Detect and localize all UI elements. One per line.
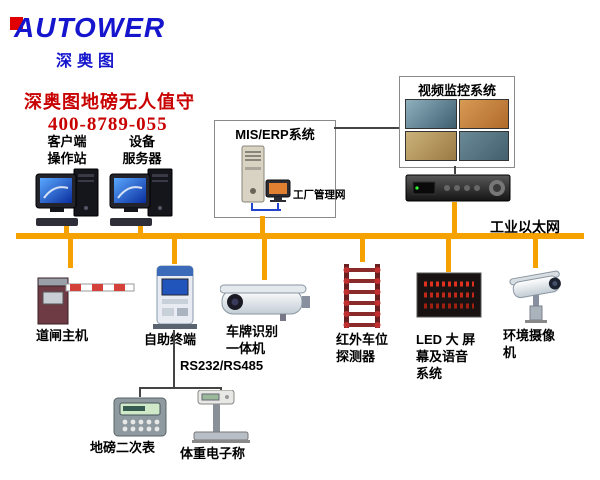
indicator-label: 地磅二次表 xyxy=(90,440,156,455)
barrier-gate-icon xyxy=(36,268,136,331)
logo-brand-text: AUTOWER xyxy=(14,12,166,43)
ethernet-bus-label: 工业以太网 xyxy=(490,219,560,235)
kiosk-icon xyxy=(153,264,197,335)
system-title: 深奥图地磅无人值守 xyxy=(24,92,195,112)
lpr-camera-icon xyxy=(219,280,312,327)
factory-network-label: 工厂管理网 xyxy=(293,189,346,201)
client-station-label: 客户端 操作站 xyxy=(47,134,87,166)
bus-connector xyxy=(262,239,267,280)
bus-connector xyxy=(360,239,365,262)
bus-connector xyxy=(64,226,69,233)
serial-wire xyxy=(139,387,222,389)
logo-red-square-icon xyxy=(10,17,23,30)
serial-protocol-label: RS232/RS485 xyxy=(180,358,264,373)
platform-scale-icon xyxy=(192,389,250,449)
bus-connector xyxy=(260,216,265,233)
scale-label: 体重电子称 xyxy=(180,446,246,461)
device-server-workstation-icon xyxy=(108,168,174,233)
bus-connector xyxy=(172,239,177,264)
camera-feed-thumbnail xyxy=(459,99,509,129)
weight-indicator-icon xyxy=(112,396,168,443)
infrared-label: 红外车位 探测器 xyxy=(336,332,389,364)
client-workstation-icon xyxy=(34,168,100,233)
led-label: LED 大 屏 幕及语音 系统 xyxy=(416,332,476,381)
connector-line xyxy=(334,127,399,129)
serial-wire xyxy=(139,389,141,397)
mis-erp-system-box: MIS/ERP系统 工厂管理网 xyxy=(214,120,346,218)
bus-connector xyxy=(446,239,451,272)
mis-erp-title: MIS/ERP系统 xyxy=(235,127,315,142)
environment-camera-icon xyxy=(503,268,573,329)
bus-connector xyxy=(452,202,457,233)
barrier-label: 道闸主机 xyxy=(36,328,89,343)
connector-line xyxy=(454,166,456,174)
lan-line xyxy=(277,203,279,209)
camera-feed-thumbnail xyxy=(405,99,457,129)
lpr-label: 车牌识别 一体机 xyxy=(226,324,279,356)
led-display-icon xyxy=(416,272,482,323)
serial-wire xyxy=(173,330,175,387)
logo-subtitle-text: 深奥图 xyxy=(56,53,120,70)
video-surveillance-box: 视频监控系统 xyxy=(399,76,515,168)
ethernet-bus xyxy=(16,233,584,239)
hotline-number: 400-8789-055 xyxy=(48,114,168,135)
dvr-recorder-icon xyxy=(405,174,511,207)
lan-line xyxy=(251,209,281,211)
management-terminal-icon xyxy=(265,179,291,208)
infrared-detector-icon xyxy=(338,262,386,337)
bus-connector xyxy=(138,226,143,233)
lan-line xyxy=(251,203,253,209)
server-tower-icon xyxy=(241,145,265,208)
kiosk-label: 自助终端 xyxy=(144,332,197,347)
bus-connector xyxy=(533,239,538,268)
environment-camera-label: 环境摄像 机 xyxy=(503,328,556,360)
bus-connector xyxy=(68,239,73,268)
camera-feed-thumbnail xyxy=(405,131,457,161)
video-system-title: 视频监控系统 xyxy=(417,83,496,98)
server-label: 设备 服务器 xyxy=(122,134,162,166)
camera-feed-thumbnail xyxy=(459,131,509,161)
